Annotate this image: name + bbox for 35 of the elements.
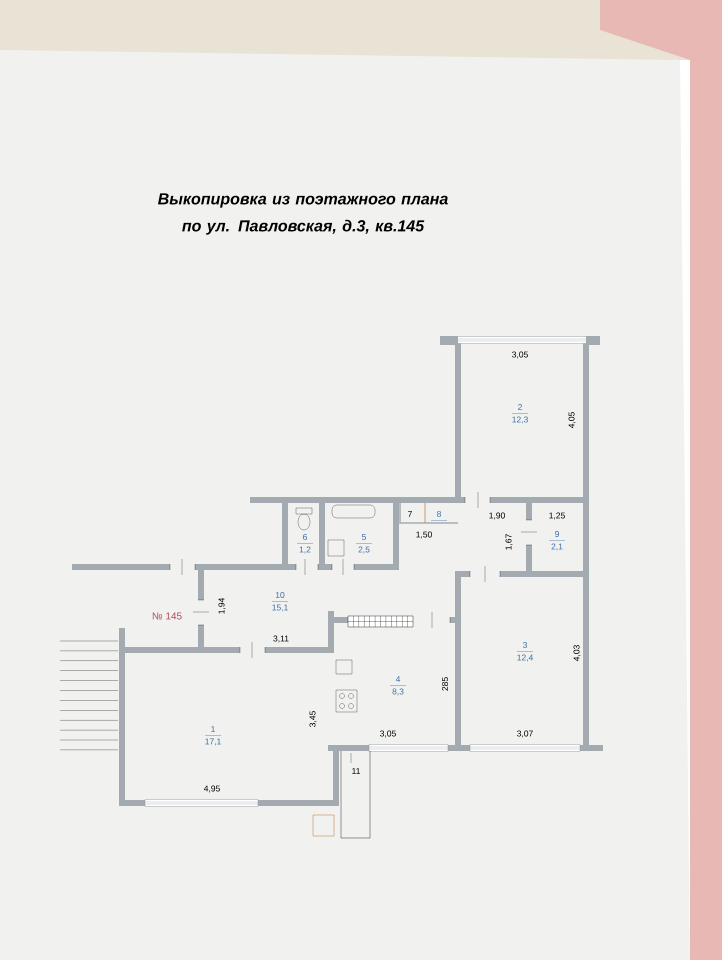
dimension-text: 3,45 (310, 711, 316, 727)
dimension-text: 3,05 (380, 730, 396, 738)
dimension-text: 285 (442, 677, 448, 691)
room-number: 1 (211, 726, 215, 732)
room-number: 8 (437, 511, 441, 517)
room-number: 6 (303, 534, 307, 540)
room-number: 4 (396, 676, 400, 682)
room-area: 12,4 (517, 654, 534, 662)
dimension-text: 3,05 (512, 351, 528, 358)
dimension-text: 3,07 (517, 730, 533, 738)
apartment-number: № 145 (152, 612, 182, 620)
dimension-text: 4,03 (574, 645, 581, 662)
dimension-text: 4,95 (204, 786, 220, 792)
room-area: 15,1 (272, 604, 288, 612)
dimension-text: 1,50 (416, 532, 432, 538)
title: Выкопировка из поэтажного плана по ул. Павловская, д.3, кв.145 (158, 193, 448, 235)
dimension-text: 4,05 (568, 412, 576, 428)
dimension-text: 1,67 (506, 534, 513, 550)
room-number: 10 (276, 592, 284, 598)
dimension-text: 3,11 (273, 636, 289, 642)
room-area: 12,3 (512, 416, 528, 424)
room-area: 1,2 (300, 546, 310, 554)
room-number: 3 (522, 642, 527, 648)
dimension-text: 11 (352, 768, 360, 774)
room-area: 2,1 (552, 544, 562, 550)
room-number: 2 (518, 404, 522, 410)
room-area: 17,1 (205, 738, 221, 746)
room-area: 2,5 (358, 546, 370, 554)
dimension-text: 1,25 (549, 512, 565, 520)
room-area: 8,3 (392, 688, 404, 696)
dimension-text: 1,94 (218, 598, 226, 614)
room-number: 9 (555, 531, 559, 537)
room-number: 5 (362, 534, 366, 540)
dimension-text: 1,90 (489, 512, 505, 520)
dimension-text: 7 (408, 511, 412, 517)
